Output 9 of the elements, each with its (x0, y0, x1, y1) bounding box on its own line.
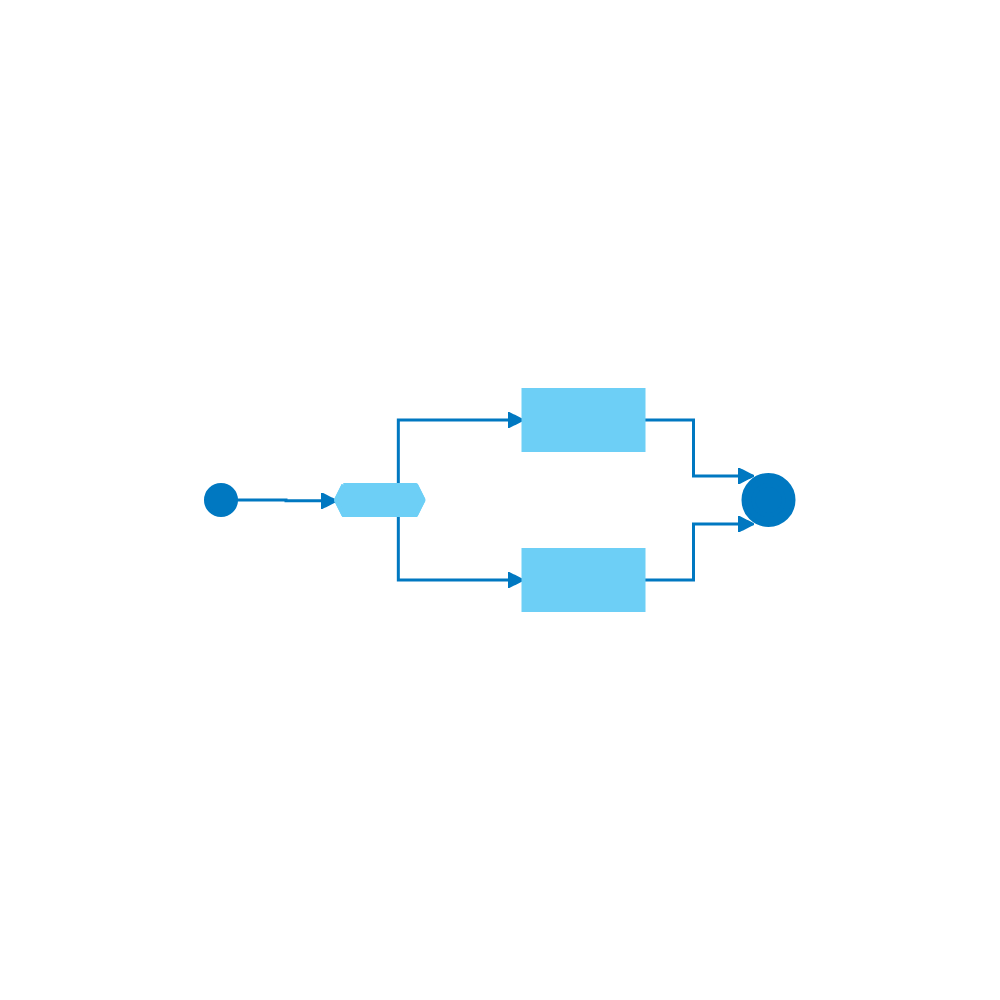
node-box (521, 388, 646, 452)
node-circle (204, 483, 239, 517)
node-box (521, 548, 646, 612)
node-double-circle (741, 473, 796, 527)
arrow (397, 411, 525, 486)
arrow (234, 492, 339, 510)
arrow (642, 418, 755, 485)
arrow (397, 516, 525, 589)
arrow (642, 515, 755, 582)
